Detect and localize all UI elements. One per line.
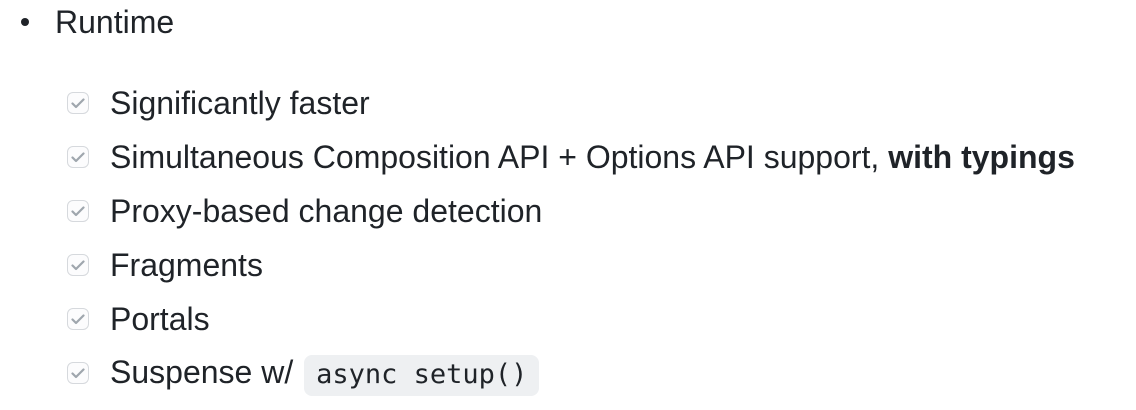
bullet-dot-icon	[21, 18, 29, 26]
checkbox-checked	[67, 92, 89, 114]
checkbox-checked	[67, 254, 89, 276]
checkmark-icon	[71, 313, 85, 324]
checkmark-icon	[71, 205, 85, 216]
task-list-item: Fragments	[0, 241, 1136, 289]
checkmark-icon	[71, 97, 85, 108]
task-label-text: Significantly faster	[110, 85, 370, 121]
task-list-item: Significantly faster	[0, 79, 1136, 127]
task-label: Portals	[110, 295, 210, 343]
checkmark-icon	[71, 259, 85, 270]
task-label: Fragments	[110, 241, 263, 289]
checkmark-icon	[71, 367, 85, 378]
task-label: Proxy-based change detection	[110, 187, 542, 235]
task-list: Significantly faster Simultaneous Compos…	[0, 79, 1136, 397]
task-label-text: Simultaneous Composition API + Options A…	[110, 139, 889, 175]
task-label-bold-text: with typings	[888, 139, 1075, 175]
task-list-item: Proxy-based change detection	[0, 187, 1136, 235]
checkbox-checked	[67, 146, 89, 168]
task-label-text: Suspense w/	[110, 353, 303, 390]
inline-code: async setup()	[304, 354, 540, 396]
task-label: Significantly faster	[110, 79, 370, 127]
bullet-item-label: Runtime	[55, 4, 175, 40]
checkmark-icon	[71, 151, 85, 162]
checkbox-checked	[67, 362, 89, 384]
bullet-list-item-runtime: Runtime	[0, 2, 1136, 42]
task-label-text: Proxy-based change detection	[110, 193, 543, 229]
markdown-document: Runtime Significantly faster Simultaneou…	[0, 2, 1136, 397]
task-list-item: Suspense w/ async setup()	[0, 349, 1136, 397]
task-list-item: Simultaneous Composition API + Options A…	[0, 133, 1136, 181]
task-label: Simultaneous Composition API + Options A…	[110, 133, 1075, 181]
checkbox-checked	[67, 200, 89, 222]
task-label-text: Fragments	[110, 247, 263, 283]
task-label-text: Portals	[110, 301, 210, 337]
task-label: Suspense w/ async setup()	[110, 348, 540, 399]
checkbox-checked	[67, 308, 89, 330]
task-list-item: Portals	[0, 295, 1136, 343]
